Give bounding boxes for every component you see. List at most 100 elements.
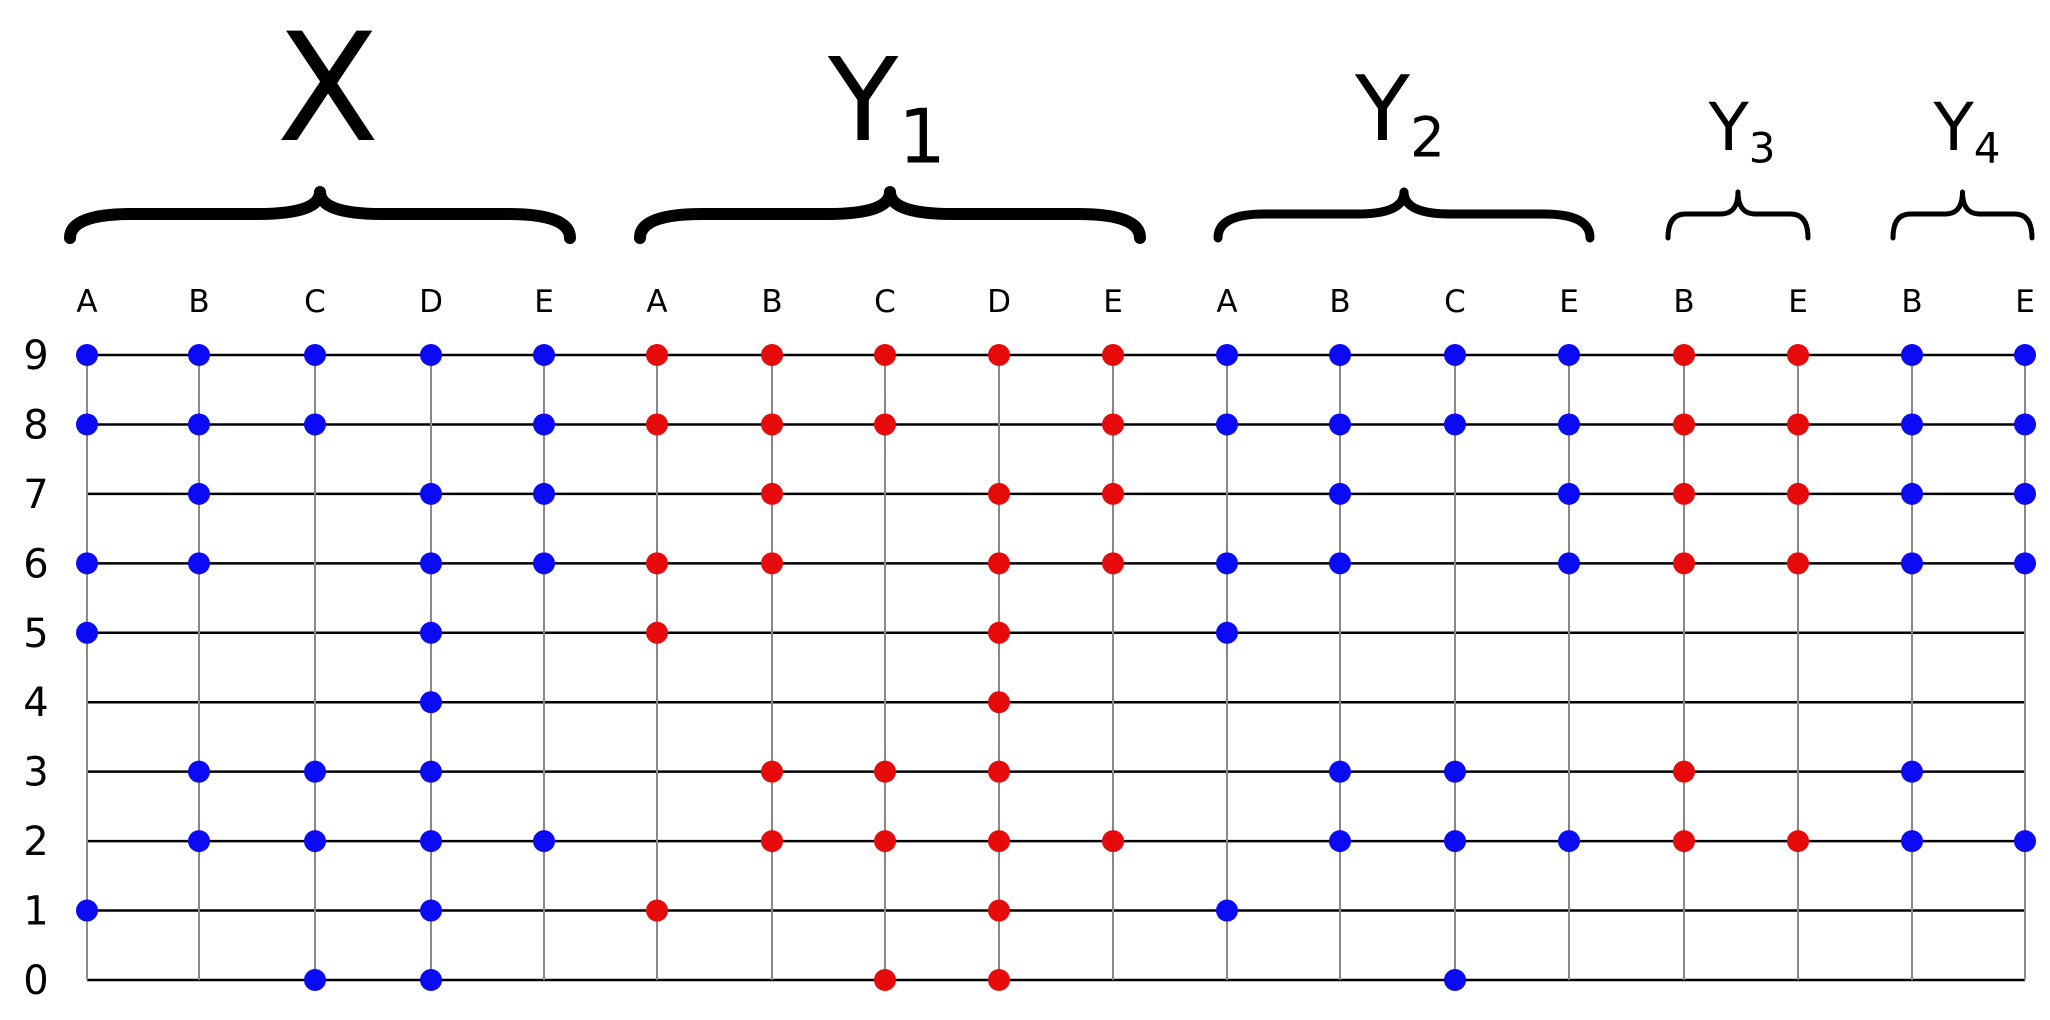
dot-B-7 xyxy=(1329,482,1351,505)
row-label-5: 5 xyxy=(23,611,48,657)
dot-D-6 xyxy=(420,552,442,575)
dot-B-3 xyxy=(1673,760,1695,783)
row-label-6: 6 xyxy=(23,541,48,587)
dot-D-7 xyxy=(420,482,442,505)
dot-C-2 xyxy=(1444,830,1466,853)
dot-C-3 xyxy=(874,760,896,783)
dot-A-5 xyxy=(646,621,668,644)
row-label-9: 9 xyxy=(23,333,48,379)
dot-D-5 xyxy=(988,621,1010,644)
dot-A-9 xyxy=(1216,344,1238,366)
grid-lines xyxy=(86,353,2026,982)
group-brace-1 xyxy=(634,186,1146,244)
dot-B-8 xyxy=(1901,413,1923,436)
dot-E-2 xyxy=(1102,830,1124,853)
row-label-0: 0 xyxy=(23,958,48,1004)
group-title-3: Y3 xyxy=(1707,89,1775,173)
dot-B-2 xyxy=(188,830,210,853)
dot-E-8 xyxy=(1558,413,1580,436)
dot-E-6 xyxy=(533,552,555,575)
column-label: B xyxy=(761,284,782,320)
dot-C-8 xyxy=(874,413,896,436)
dot-C-9 xyxy=(1444,344,1466,366)
dot-E-8 xyxy=(2014,413,2036,436)
dot-A-8 xyxy=(76,413,98,436)
dot-A-6 xyxy=(646,552,668,575)
dot-A-9 xyxy=(76,344,98,366)
row-label-1: 1 xyxy=(23,889,48,935)
dot-E-8 xyxy=(533,413,555,436)
group-title-subscript: 4 xyxy=(1974,124,2001,173)
dot-D-2 xyxy=(420,830,442,853)
dot-E-7 xyxy=(1102,482,1124,505)
group-title-1: Y1 xyxy=(827,34,946,181)
column-label: E xyxy=(1103,284,1123,320)
column-label: C xyxy=(1444,284,1466,320)
dot-B-2 xyxy=(1901,830,1923,853)
dot-E-6 xyxy=(1102,552,1124,575)
column-label: A xyxy=(646,284,667,320)
dot-C-8 xyxy=(1444,413,1466,436)
dot-A-5 xyxy=(1216,621,1238,644)
dot-D-9 xyxy=(420,344,442,366)
dot-E-2 xyxy=(1558,830,1580,853)
dot-B-8 xyxy=(1329,413,1351,436)
group-title-letter: Y xyxy=(1932,89,1974,166)
dot-B-3 xyxy=(1329,760,1351,783)
dot-C-2 xyxy=(874,830,896,853)
column-label: E xyxy=(1788,284,1808,320)
dot-B-6 xyxy=(761,552,783,575)
column-label: B xyxy=(188,284,209,320)
dot-D-4 xyxy=(988,691,1010,714)
dot-B-7 xyxy=(1673,482,1695,505)
dot-D-1 xyxy=(420,899,442,922)
dot-D-3 xyxy=(988,760,1010,783)
row-label-3: 3 xyxy=(23,750,48,796)
dot-A-9 xyxy=(646,344,668,366)
dot-A-8 xyxy=(1216,413,1238,436)
dot-B-6 xyxy=(1901,552,1923,575)
group-title-4: Y4 xyxy=(1932,89,2000,173)
dot-D-0 xyxy=(988,969,1010,991)
column-label: B xyxy=(1673,284,1694,320)
group-title-subscript: 1 xyxy=(898,93,946,181)
dot-B-7 xyxy=(188,482,210,505)
dot-E-7 xyxy=(1787,482,1809,505)
row-label-2: 2 xyxy=(23,819,48,865)
dot-B-7 xyxy=(761,482,783,505)
dot-E-6 xyxy=(2014,552,2036,575)
dot-B-9 xyxy=(1673,344,1695,366)
row-label-7: 7 xyxy=(23,472,48,518)
dot-E-7 xyxy=(533,482,555,505)
group-title-2: Y2 xyxy=(1354,57,1445,170)
dot-B-2 xyxy=(1673,830,1695,853)
dot-D-4 xyxy=(420,691,442,714)
dot-D-0 xyxy=(420,969,442,991)
dot-D-9 xyxy=(988,344,1010,366)
group-title-letter: Y xyxy=(1354,57,1411,162)
column-label: D xyxy=(419,284,443,320)
dot-E-9 xyxy=(2014,344,2036,366)
dot-C-0 xyxy=(304,969,326,991)
dot-D-3 xyxy=(420,760,442,783)
dot-D-7 xyxy=(988,482,1010,505)
group-brace-4 xyxy=(1890,189,2035,241)
dot-B-6 xyxy=(188,552,210,575)
dot-C-0 xyxy=(874,969,896,991)
group-title-letter: Y xyxy=(1707,89,1749,166)
dot-E-6 xyxy=(1558,552,1580,575)
dot-A-6 xyxy=(76,552,98,575)
dot-C-3 xyxy=(304,760,326,783)
dot-C-9 xyxy=(874,344,896,366)
dot-B-3 xyxy=(761,760,783,783)
dot-A-6 xyxy=(1216,552,1238,575)
dot-B-9 xyxy=(761,344,783,366)
dot-E-8 xyxy=(1787,413,1809,436)
dot-B-9 xyxy=(188,344,210,366)
dot-A-8 xyxy=(646,413,668,436)
column-label: E xyxy=(1559,284,1579,320)
column-label: A xyxy=(76,284,97,320)
